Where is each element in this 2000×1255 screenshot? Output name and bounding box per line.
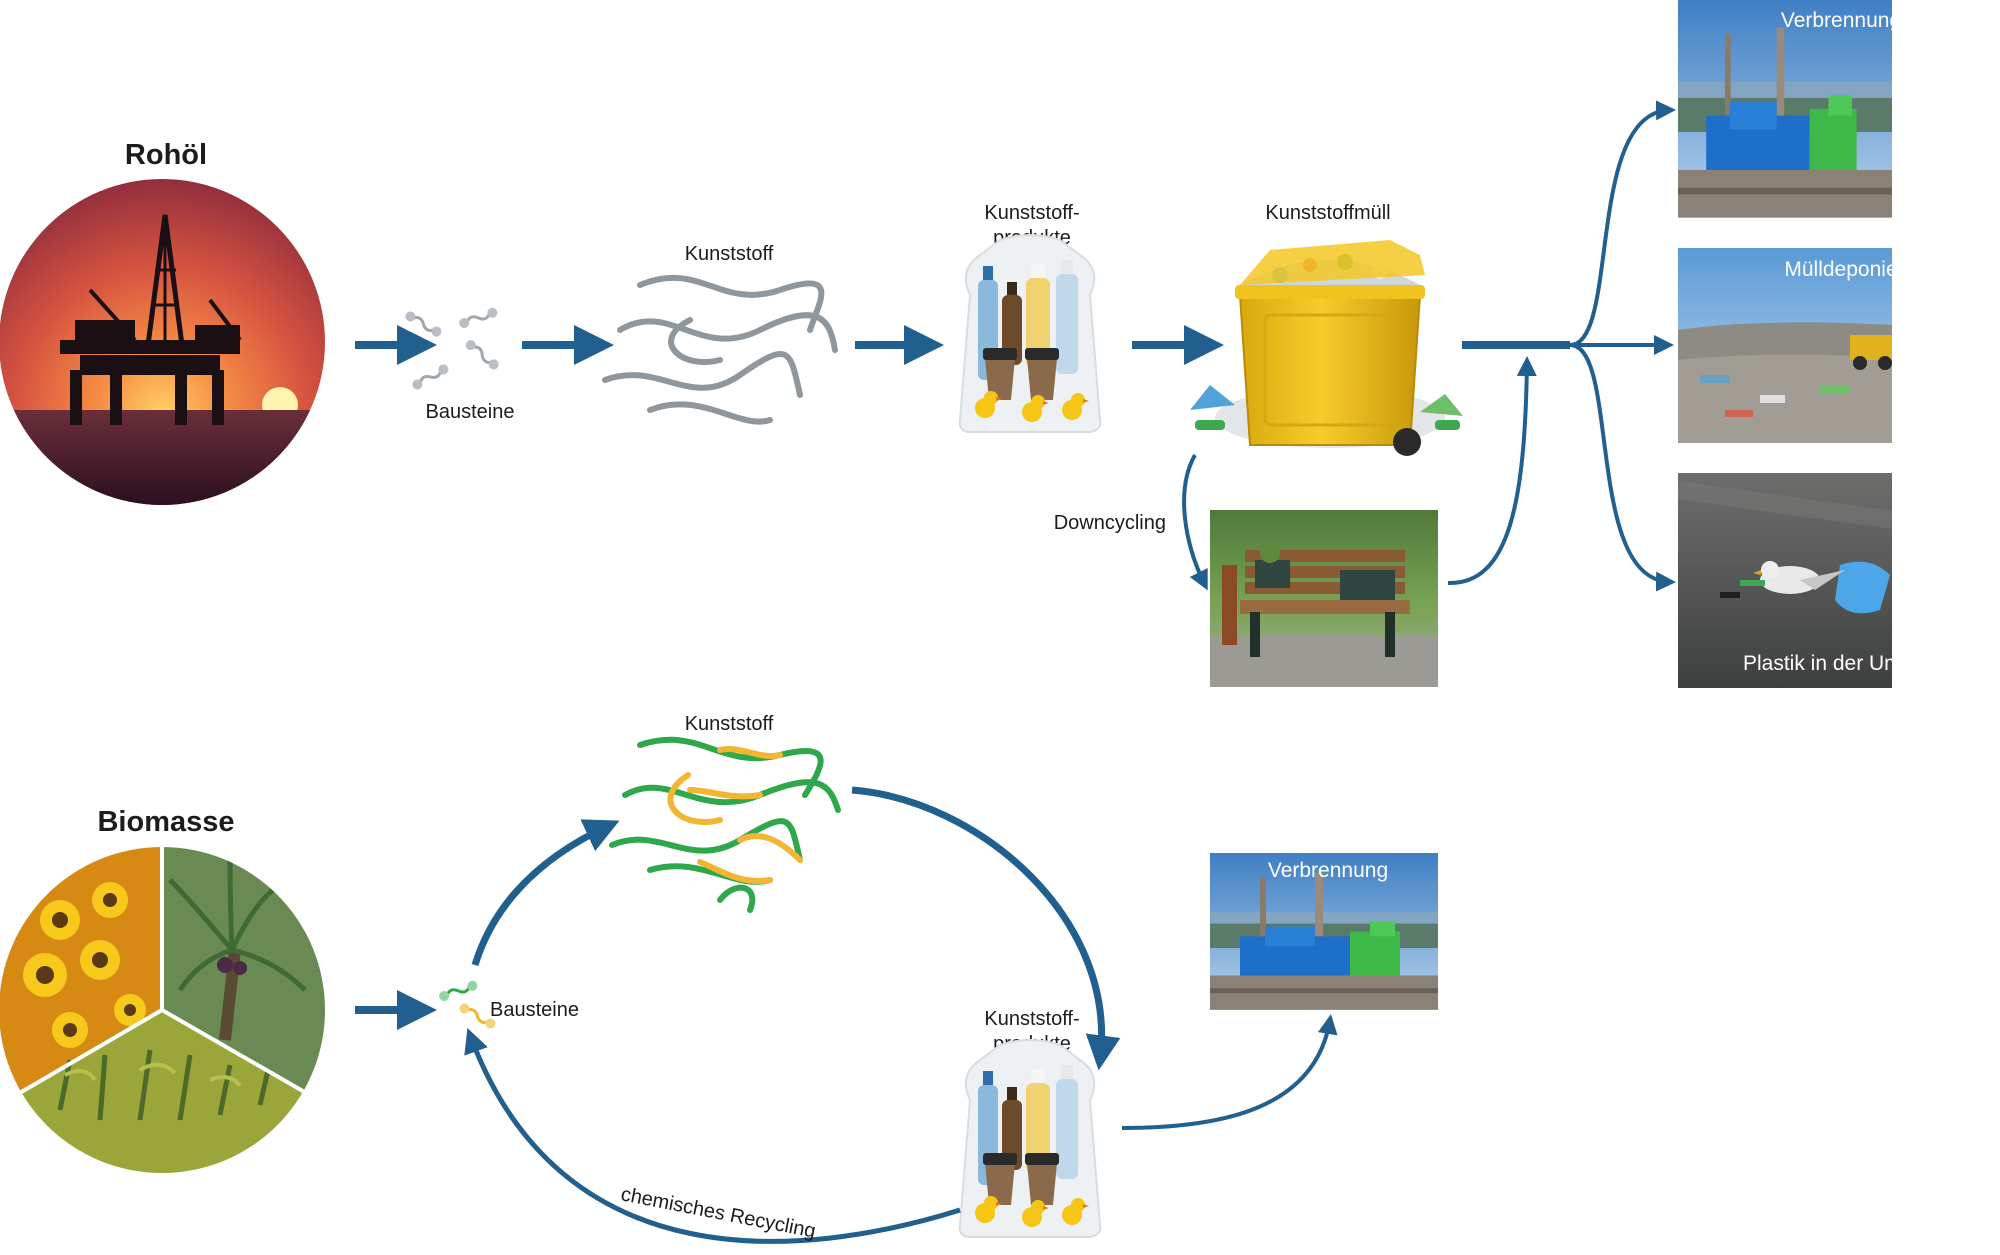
monomers-fossil-label: Bausteine [426,401,515,423]
arrow-monomers-to-bio-plastic [471,819,620,967]
plastic-bio-label: Kunststoff [685,713,774,735]
landfill-photo [1678,248,1892,443]
downcycling-label: Downcycling [1054,512,1166,534]
plastic-waste-label: Kunststoffmüll [1265,202,1390,224]
arrow-to-environment [1569,343,1676,592]
plastic-products-fossil-image [958,234,1102,433]
landfill-caption: Mülldeponie [1784,258,1897,281]
plastic-polymer-fossil-icon [602,274,838,425]
park-bench-image [1210,510,1438,687]
arrow-chemical-recycling [464,1027,961,1244]
arrow-to-incineration [1569,100,1676,347]
plastic-polymer-bio-icon [609,736,841,913]
crude-oil-image [0,179,325,505]
plastic-products-bio-image [958,1039,1102,1238]
arrow-bio-products-to-incineration [1121,1014,1338,1130]
plastic-fossil-label: Kunststoff [685,243,774,265]
chemical-recycling-label: chemisches Recycling [619,1183,817,1242]
incineration-caption: Verbrennung [1781,9,1901,32]
environment-photo [1678,473,1892,688]
environment-caption: Plastik in der Umwelt [1743,652,1939,675]
plastic-waste-bin-image [1190,240,1463,456]
biomass-image [0,847,325,1173]
products-fossil-label-l1: Kunststoff- [984,202,1079,224]
biomass-title: Biomasse [97,806,234,838]
bio-incineration-caption: Verbrennung [1268,859,1388,882]
crude-oil-title: Rohöl [125,139,207,171]
arrow-bio-plastic-to-products [851,786,1121,1071]
incineration-photo [1678,0,1892,218]
monomers-bio-label: Bausteine [490,999,579,1021]
monomers-bio-icon [436,977,499,1032]
products-bio-label-l1: Kunststoff- [984,1008,1079,1030]
arrow-downcycling-to-end-of-life [1447,356,1537,586]
arrow-waste-to-downcycling [1182,454,1208,591]
